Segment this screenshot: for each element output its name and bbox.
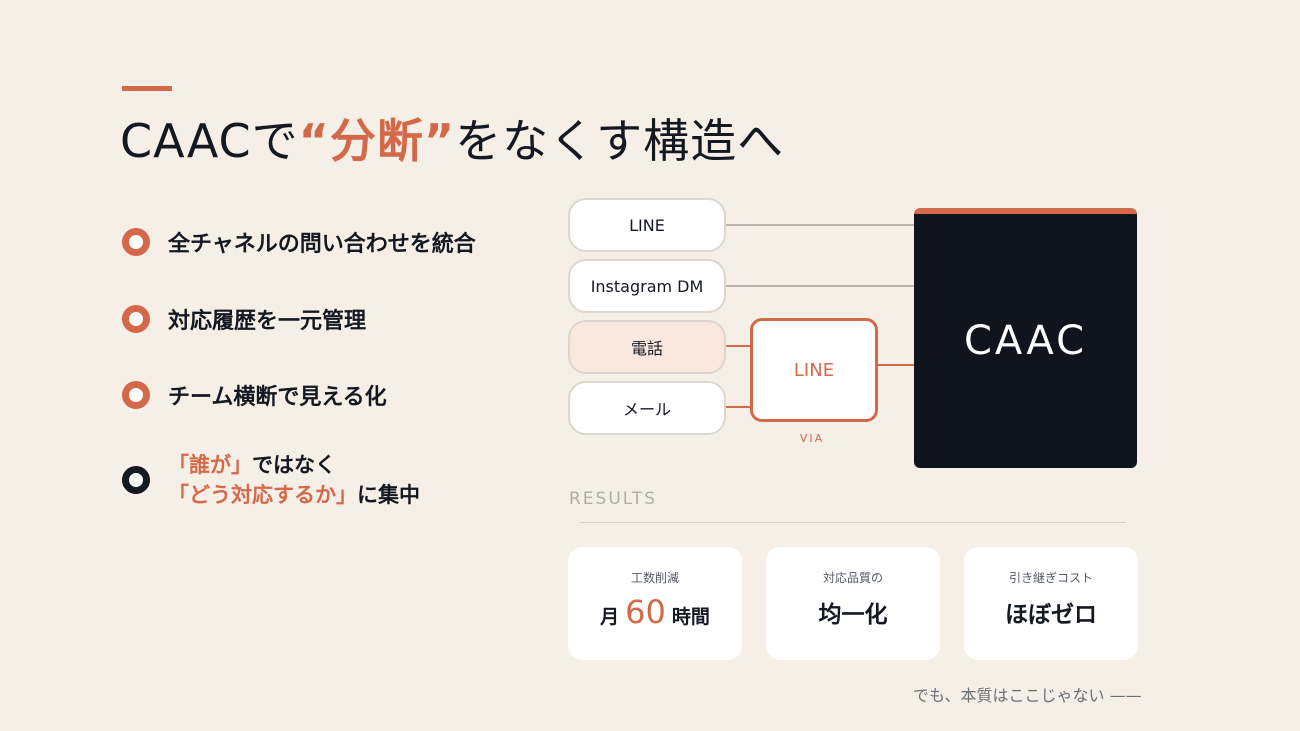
bullet-ring-icon	[122, 305, 150, 333]
card-label: 対応品質の	[822, 571, 883, 585]
bullet-text: 全チャネルの問い合わせを統合	[168, 232, 476, 257]
connector-line	[876, 364, 914, 366]
key-text-not: ではなく	[252, 453, 336, 477]
title-suffix: をなくす構造へ	[455, 114, 785, 168]
bullet-text: 対応履歴を一元管理	[168, 309, 367, 334]
title-highlight: “分断”	[298, 114, 456, 168]
bullet-text: チーム横断で見える化	[168, 385, 387, 410]
key-bullet-text: 「誰が」ではなく 「どう対応するか」に集中	[168, 450, 420, 510]
card-value-prefix: 月	[600, 606, 620, 628]
connector-line	[726, 345, 752, 347]
card-value-unit: 時間	[671, 606, 710, 628]
key-accent-how: 「どう対応するか」	[168, 483, 357, 507]
title-prefix: CAACで	[120, 114, 299, 168]
connector-line	[726, 285, 914, 287]
footer-note: でも、本質はここじゃない ——	[913, 686, 1142, 705]
card-label: 工数削減	[630, 571, 679, 585]
source-instagram-dm: Instagram DM	[568, 259, 726, 313]
key-text-focus: に集中	[357, 483, 420, 507]
results-label: RESULTS	[569, 489, 658, 509]
title-accent-bar	[122, 86, 172, 91]
caac-hub: CAAC	[914, 208, 1137, 468]
source-phone: 電話	[568, 320, 726, 374]
list-item: 対応履歴を一元管理	[122, 303, 366, 335]
source-email: メール	[568, 381, 726, 435]
result-card-handover: 引き継ぎコスト ほぼゼロ	[964, 547, 1138, 660]
results-divider	[580, 522, 1126, 523]
card-value: ほぼゼロ	[1005, 602, 1097, 628]
card-label: 引き継ぎコスト	[1008, 571, 1093, 585]
connector-line	[726, 224, 914, 226]
page-title: CAACで“分断”をなくす構造へ	[120, 112, 784, 170]
via-label: VIA	[799, 432, 825, 445]
bullet-ring-dark-icon	[122, 466, 150, 494]
bullet-ring-icon	[122, 228, 150, 256]
key-list-item: 「誰が」ではなく 「どう対応するか」に集中	[122, 450, 420, 510]
bullet-ring-icon	[122, 381, 150, 409]
card-value: 均一化	[818, 602, 888, 628]
via-line-box: LINE	[750, 318, 878, 422]
key-bullet-line1: 「誰が」ではなく	[168, 450, 420, 480]
connector-line	[726, 406, 752, 408]
key-bullet-line2: 「どう対応するか」に集中	[168, 480, 420, 510]
list-item: 全チャネルの問い合わせを統合	[122, 226, 476, 258]
result-card-quality: 対応品質の 均一化	[766, 547, 940, 660]
key-accent-who: 「誰が」	[168, 453, 252, 477]
list-item: チーム横断で見える化	[122, 379, 387, 411]
card-value-number: 60	[625, 593, 666, 631]
source-line: LINE	[568, 198, 726, 252]
